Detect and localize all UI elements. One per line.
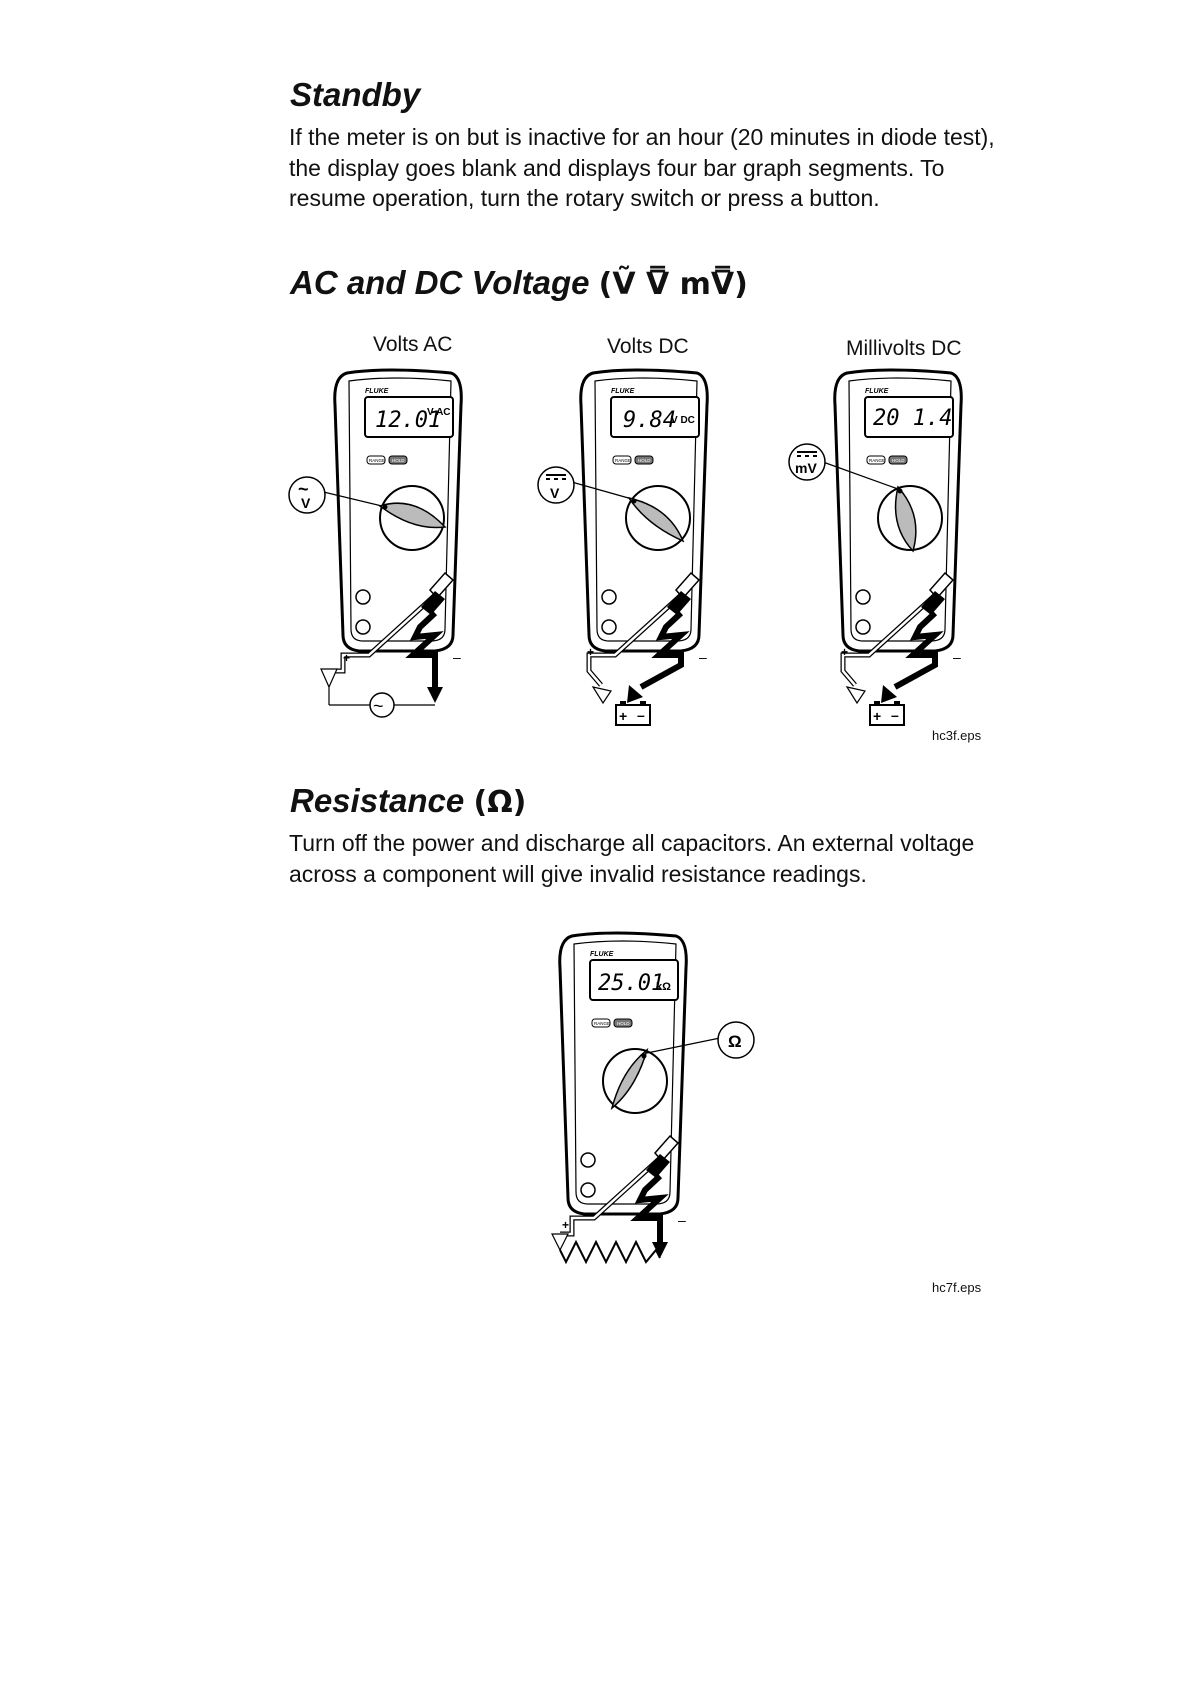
input-jack <box>855 589 871 605</box>
range-button-label: RANGE <box>594 1021 610 1026</box>
input-jack <box>580 1182 596 1198</box>
hold-button <box>388 455 408 465</box>
ohm-callout-icon <box>717 1021 755 1059</box>
dial-pointer <box>378 502 447 529</box>
dial-callout-icon <box>288 476 326 514</box>
callout-v: V <box>550 485 560 501</box>
range-button <box>591 1018 611 1028</box>
polarity-plus: + <box>841 645 848 659</box>
meter-brand: FLUKE <box>611 388 635 395</box>
polarity-minus: – <box>953 649 961 665</box>
input-jack <box>855 619 871 635</box>
resistance-heading-text: Resistance <box>290 782 465 819</box>
meter-millivolts-dc-figure: FLUKE 20 1.4 RANGE HOLD mV + – + – <box>788 368 963 726</box>
range-button <box>612 455 632 465</box>
callout-mv: mV <box>795 460 817 476</box>
range-button-label: RANGE <box>369 458 385 463</box>
figure-label-resistance: hc7f.eps <box>932 1280 982 1295</box>
dial-callout-line <box>822 461 899 490</box>
lcd-unit: V DC <box>671 415 695 426</box>
input-jack <box>580 1152 596 1168</box>
lcd-reading: 25.01 <box>598 971 664 996</box>
hold-button-label: HOLD <box>638 458 651 463</box>
lcd-display <box>589 959 679 1001</box>
lcd-display <box>864 396 954 438</box>
meter-brand: FLUKE <box>590 951 614 958</box>
polarity-minus: – <box>678 1212 686 1228</box>
polarity-minus: – <box>699 649 707 665</box>
callout-v: V <box>301 495 311 511</box>
caption-millivolts-dc: Millivolts DC <box>846 337 962 360</box>
range-button <box>366 455 386 465</box>
meter-volts-dc-figure: FLUKE 9.84 V DC RANGE HOLD V + – + – <box>537 368 709 726</box>
hold-button-label: HOLD <box>392 458 405 463</box>
hold-button <box>888 455 908 465</box>
lcd-unit: V AC <box>427 407 451 418</box>
meter-brand: FLUKE <box>365 388 389 395</box>
standby-paragraph: If the meter is on but is inactive for a… <box>289 124 995 211</box>
lcd-reading: 9.84 <box>623 408 676 433</box>
lcd-reading: 20 1.4 <box>873 406 952 431</box>
battery-minus: – <box>637 707 645 723</box>
meter-resistance-figure: FLUKE 25.01 kΩ RANGE HOLD Ω + – <box>551 931 755 1265</box>
input-jack <box>601 589 617 605</box>
test-lead-black <box>630 1173 669 1248</box>
input-jack <box>355 619 371 635</box>
lcd-unit: kΩ <box>656 981 671 993</box>
hold-button <box>613 1018 633 1028</box>
ac-source-icon <box>369 692 395 718</box>
range-button-label: RANGE <box>615 458 631 463</box>
dial-pointer <box>894 485 917 553</box>
resistance-paragraph: Turn off the power and discharge all cap… <box>289 830 975 887</box>
resistor-icon <box>559 1239 661 1265</box>
battery-plus: + <box>873 708 881 724</box>
polarity-minus: – <box>453 649 461 665</box>
dial-pointer <box>627 496 685 543</box>
hold-button <box>634 455 654 465</box>
meter-volts-ac-figure: FLUKE 12.01 V AC RANGE HOLD ~ V + – ~ <box>288 368 463 718</box>
caption-volts-ac: Volts AC <box>373 333 453 356</box>
hold-button-label: HOLD <box>617 1021 630 1026</box>
battery-icon <box>869 704 905 726</box>
callout-tilde: ~ <box>298 479 309 499</box>
polarity-plus: + <box>562 1218 569 1232</box>
polarity-plus: + <box>343 651 350 665</box>
test-lead-black <box>639 610 690 690</box>
standby-heading: Standby <box>290 76 421 113</box>
meter-brand: FLUKE <box>865 388 889 395</box>
figure-label-voltage: hc3f.eps <box>932 728 982 743</box>
battery-minus: – <box>891 707 899 723</box>
voltage-symbols: (Ṽ V̿ mV̿) <box>598 267 748 302</box>
dial-callout-line <box>646 1037 721 1054</box>
polarity-plus: + <box>587 645 594 659</box>
voltage-heading: AC and DC Voltage (Ṽ V̿ mV̿) <box>290 264 748 302</box>
battery-icon <box>615 704 651 726</box>
input-jack <box>601 619 617 635</box>
dial-pointer <box>610 1047 649 1111</box>
input-jack <box>355 589 371 605</box>
lcd-display <box>610 396 700 438</box>
hold-button-label: HOLD <box>892 458 905 463</box>
test-lead-black <box>405 610 444 695</box>
voltage-heading-text: AC and DC Voltage <box>290 264 590 301</box>
caption-volts-dc: Volts DC <box>607 335 689 358</box>
range-button-label: RANGE <box>869 458 885 463</box>
callout-ohm: Ω <box>728 1032 742 1051</box>
lcd-display <box>364 396 454 438</box>
battery-plus: + <box>619 708 627 724</box>
range-button <box>866 455 886 465</box>
lcd-reading: 12.01 <box>375 408 441 433</box>
test-lead-black <box>893 610 944 690</box>
resistance-heading: Resistance (Ω) <box>290 782 526 820</box>
resistance-symbol: (Ω) <box>473 785 527 820</box>
ac-source-tilde: ~ <box>373 696 384 716</box>
